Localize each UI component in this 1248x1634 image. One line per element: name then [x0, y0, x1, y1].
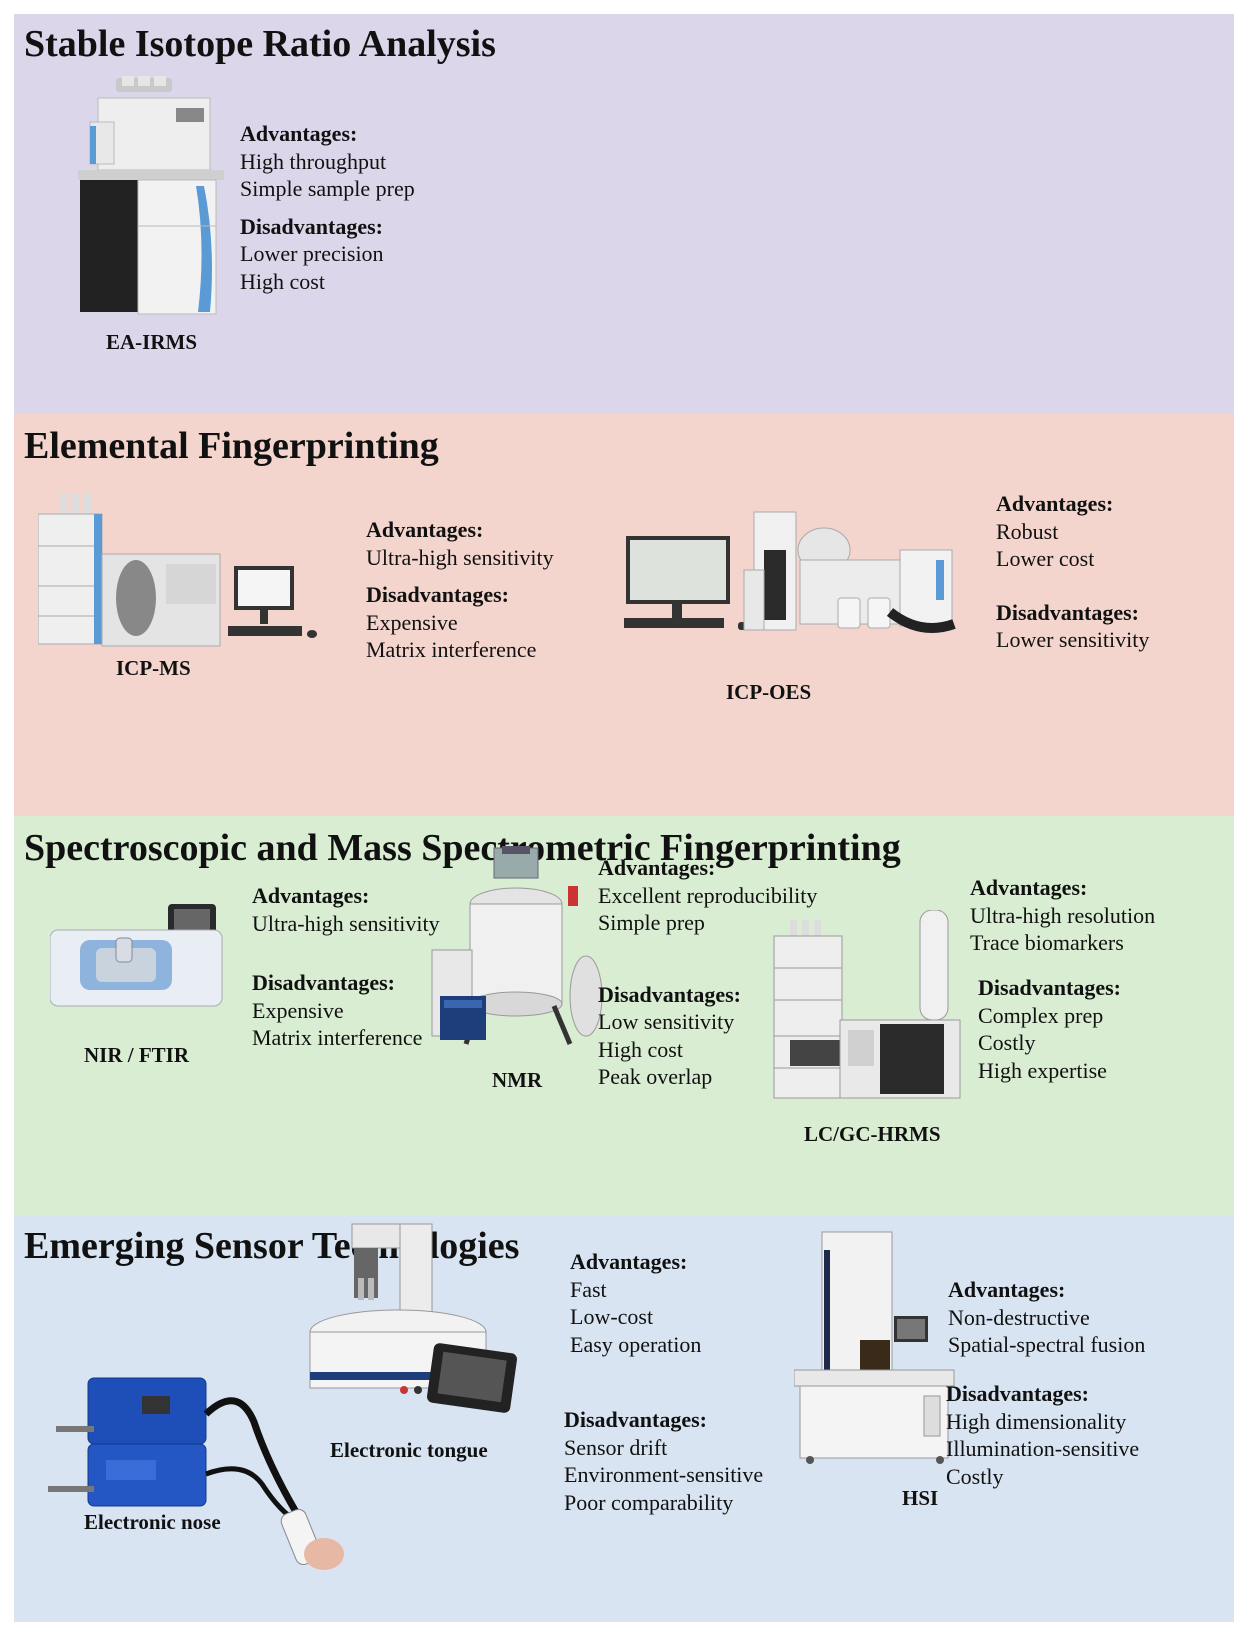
advantage-item: Low-cost: [570, 1304, 654, 1329]
disadvantage-item: High cost: [598, 1036, 683, 1062]
advantages-heading: Advantages:: [996, 491, 1114, 516]
nir-ftir-instrument-icon: [50, 900, 226, 1010]
nmr-instrument-icon: [430, 846, 606, 1052]
disadvantage-item: Expensive: [252, 997, 344, 1023]
disadvantage-item: High cost: [240, 268, 325, 294]
disadvantage-item: Expensive: [366, 609, 458, 635]
disadvantages-heading: Disadvantages:: [252, 970, 396, 995]
pros-cons-text: Advantages: High throughput Simple sampl…: [240, 120, 415, 295]
instrument-label: Electronic tongue: [330, 1438, 488, 1462]
disadvantage-item: Lower precision: [240, 241, 384, 266]
advantages-heading: Advantages:: [240, 121, 358, 146]
advantages-heading: Advantages:: [570, 1249, 688, 1274]
disadvantage-item: Matrix interference: [252, 1025, 423, 1050]
disadvantage-item: Sensor drift: [564, 1434, 668, 1460]
advantage-item: Simple sample prep: [240, 176, 415, 201]
advantages-heading: Advantages:: [598, 855, 716, 880]
ea-irms-instrument-icon: [76, 76, 226, 326]
advantages-heading: Advantages:: [252, 883, 370, 908]
disadvantage-item: Poor comparability: [564, 1489, 734, 1515]
disadvantage-item: Low sensitivity: [598, 1009, 735, 1034]
disadvantage-item: Lower sensitivity: [996, 627, 1150, 652]
disadvantage-item: Costly: [978, 1030, 1036, 1055]
disadvantages-heading: Disadvantages:: [978, 975, 1122, 1000]
pros-cons-text: Advantages: Non-destructive Spatial-spec…: [948, 1276, 1145, 1359]
disadvantage-item: Illumination-sensitive: [946, 1436, 1140, 1461]
advantage-item: Lower cost: [996, 546, 1095, 571]
instrument-label: EA-IRMS: [106, 330, 198, 354]
section-title: Stable Isotope Ratio Analysis: [24, 23, 496, 65]
advantage-item: Robust: [996, 518, 1059, 544]
pros-cons-text: Disadvantages: Sensor drift Environment-…: [564, 1406, 763, 1516]
icp-oes-instrument-icon: [624, 510, 964, 650]
disadvantages-heading: Disadvantages:: [946, 1381, 1090, 1406]
pros-cons-text: Disadvantages: High dimensionality Illum…: [946, 1380, 1139, 1490]
instrument-label: NMR: [492, 1068, 543, 1092]
disadvantage-item: Environment-sensitive: [564, 1462, 764, 1487]
instrument-label: NIR / FTIR: [84, 1043, 190, 1067]
advantage-item: Simple prep: [598, 910, 705, 935]
advantage-item: Trace biomarkers: [970, 930, 1124, 955]
disadvantage-item: Peak overlap: [598, 1064, 713, 1089]
advantages-heading: Advantages:: [366, 517, 484, 542]
advantage-item: Ultra-high sensitivity: [366, 544, 554, 570]
advantage-item: Ultra-high resolution: [970, 902, 1156, 928]
advantage-item: Non-destructive: [948, 1304, 1090, 1330]
advantage-item: Excellent reproducibility: [598, 882, 818, 908]
disadvantages-heading: Disadvantages:: [598, 981, 742, 1007]
pros-cons-text: Advantages: Excellent reproducibility Si…: [598, 854, 817, 1091]
advantage-item: Spatial-spectral fusion: [948, 1332, 1146, 1357]
section-sensors: Emerging Sensor Technologies Electronic …: [14, 1216, 1234, 1622]
section-title: Emerging Sensor Technologies: [24, 1225, 520, 1267]
advantages-heading: Advantages:: [948, 1277, 1066, 1302]
advantage-item: Fast: [570, 1276, 607, 1302]
pros-cons-text: Advantages: Robust Lower cost Disadvanta…: [996, 490, 1149, 654]
instrument-label: Electronic nose: [84, 1510, 221, 1534]
pros-cons-text: Advantages: Ultra-high sensitivity Disad…: [252, 882, 440, 1052]
disadvantage-item: Costly: [946, 1463, 1004, 1489]
electronic-tongue-instrument-icon: [308, 1222, 528, 1418]
instrument-label: ICP-OES: [726, 680, 812, 704]
section-title: Spectroscopic and Mass Spectrometric Fin…: [24, 827, 901, 869]
instrument-label: HSI: [902, 1486, 939, 1510]
pros-cons-text: Advantages: Ultra-high sensitivity Disad…: [366, 516, 554, 664]
disadvantage-item: High dimensionality: [946, 1408, 1127, 1434]
disadvantages-heading: Disadvantages:: [240, 213, 384, 239]
disadvantage-item: High expertise: [978, 1057, 1107, 1083]
disadvantages-heading: Disadvantages:: [996, 599, 1140, 625]
instrument-label: LC/GC-HRMS: [804, 1122, 941, 1146]
disadvantage-item: Complex prep: [978, 1002, 1104, 1028]
disadvantages-heading: Disadvantages:: [366, 582, 510, 607]
hsi-instrument-icon: [794, 1230, 974, 1466]
lc-gc-hrms-instrument-icon: [770, 910, 966, 1106]
electronic-nose-instrument-icon: [48, 1374, 348, 1584]
pros-cons-text: Advantages: Ultra-high resolution Trace …: [970, 874, 1155, 957]
advantage-item: Easy operation: [570, 1331, 702, 1357]
section-title: Elemental Fingerprinting: [24, 425, 439, 467]
instrument-label: ICP-MS: [116, 656, 191, 680]
section-elemental: Elemental Fingerprinting ICP-MS Advantag…: [14, 414, 1234, 816]
pros-cons-text: Disadvantages: Complex prep Costly High …: [978, 974, 1121, 1084]
advantages-heading: Advantages:: [970, 875, 1088, 900]
advantage-item: High throughput: [240, 148, 387, 174]
disadvantages-heading: Disadvantages:: [564, 1407, 708, 1432]
advantage-item: Ultra-high sensitivity: [252, 910, 440, 936]
section-stable-isotope: Stable Isotope Ratio Analysis EA-IRMS Ad…: [14, 14, 1234, 414]
section-spectroscopic: Spectroscopic and Mass Spectrometric Fin…: [14, 816, 1234, 1216]
disadvantage-item: Matrix interference: [366, 637, 537, 662]
pros-cons-text: Advantages: Fast Low-cost Easy operation: [570, 1248, 701, 1358]
icp-ms-instrument-icon: [38, 494, 338, 654]
